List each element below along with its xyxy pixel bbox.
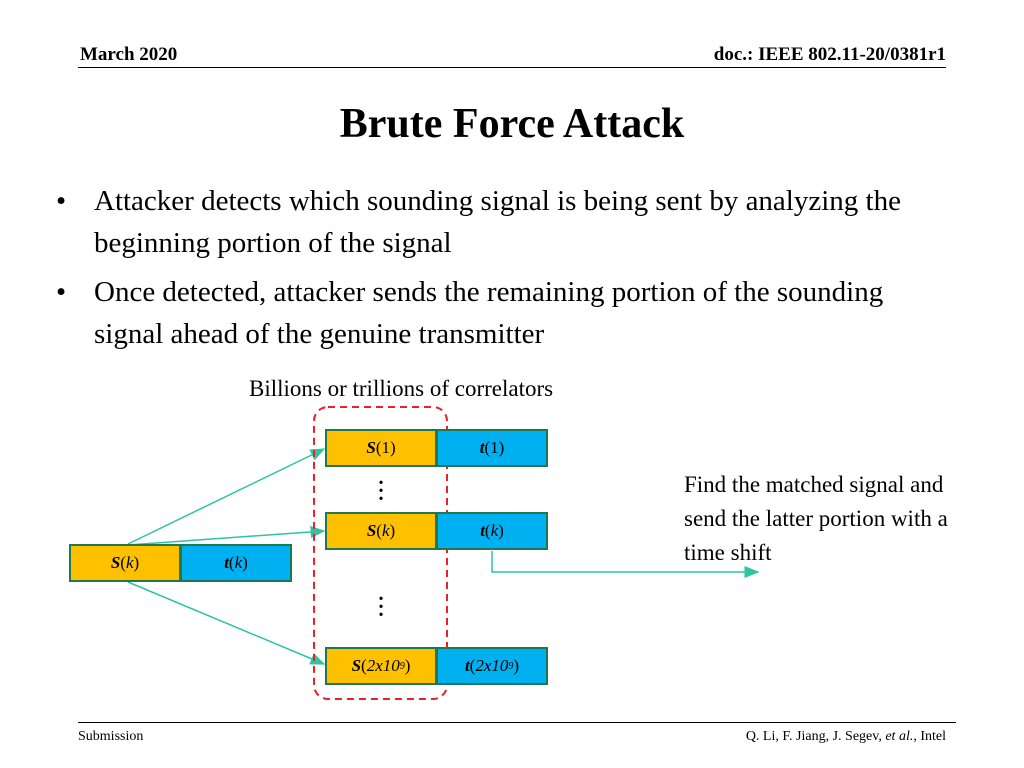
bullet-list: • Attacker detects which sounding signal… (56, 180, 956, 362)
bullet-dot-icon: • (56, 276, 67, 308)
bullet-text: Attacker detects which sounding signal i… (94, 185, 901, 259)
bullet-text: Once detected, attacker sends the remain… (94, 276, 884, 350)
arrow-to-row-last (127, 581, 326, 665)
diagram-note: Find the matched signal and send the lat… (684, 472, 948, 565)
output-arrow (491, 551, 760, 578)
header-doc-id: doc.: IEEE 802.11-20/0381r1 (713, 44, 946, 65)
ellipsis-vertical-icon: ··· (376, 468, 386, 515)
source-s-box: S(k) (69, 544, 181, 582)
arrow-to-row-1 (127, 448, 326, 545)
ellipsis-vertical-icon: ··· (376, 584, 386, 631)
correlator-1-s-box: S(1) (325, 429, 437, 467)
correlator-k-s-box: S(k) (325, 512, 437, 550)
header-rule (78, 67, 946, 68)
diagram-caption: Billions or trillions of correlators (249, 376, 554, 401)
header-date: March 2020 (80, 44, 178, 65)
bullet-item: • Once detected, attacker sends the rema… (56, 271, 956, 355)
correlator-1-t-box: t(1) (436, 429, 548, 467)
correlator-k-t-box: t(k) (436, 512, 548, 550)
correlator-bank-outline (313, 406, 448, 700)
bullet-item: • Attacker detects which sounding signal… (56, 180, 956, 264)
bullet-dot-icon: • (56, 185, 67, 217)
footer-authors: Q. Li, F. Jiang, J. Segev, et al., Intel (745, 729, 946, 744)
source-t-box: t(k) (180, 544, 292, 582)
footer-submission: Submission (78, 729, 144, 744)
footer-rule (78, 722, 956, 723)
arrow-to-row-k (127, 525, 326, 546)
slide-title: Brute Force Attack (339, 101, 685, 147)
